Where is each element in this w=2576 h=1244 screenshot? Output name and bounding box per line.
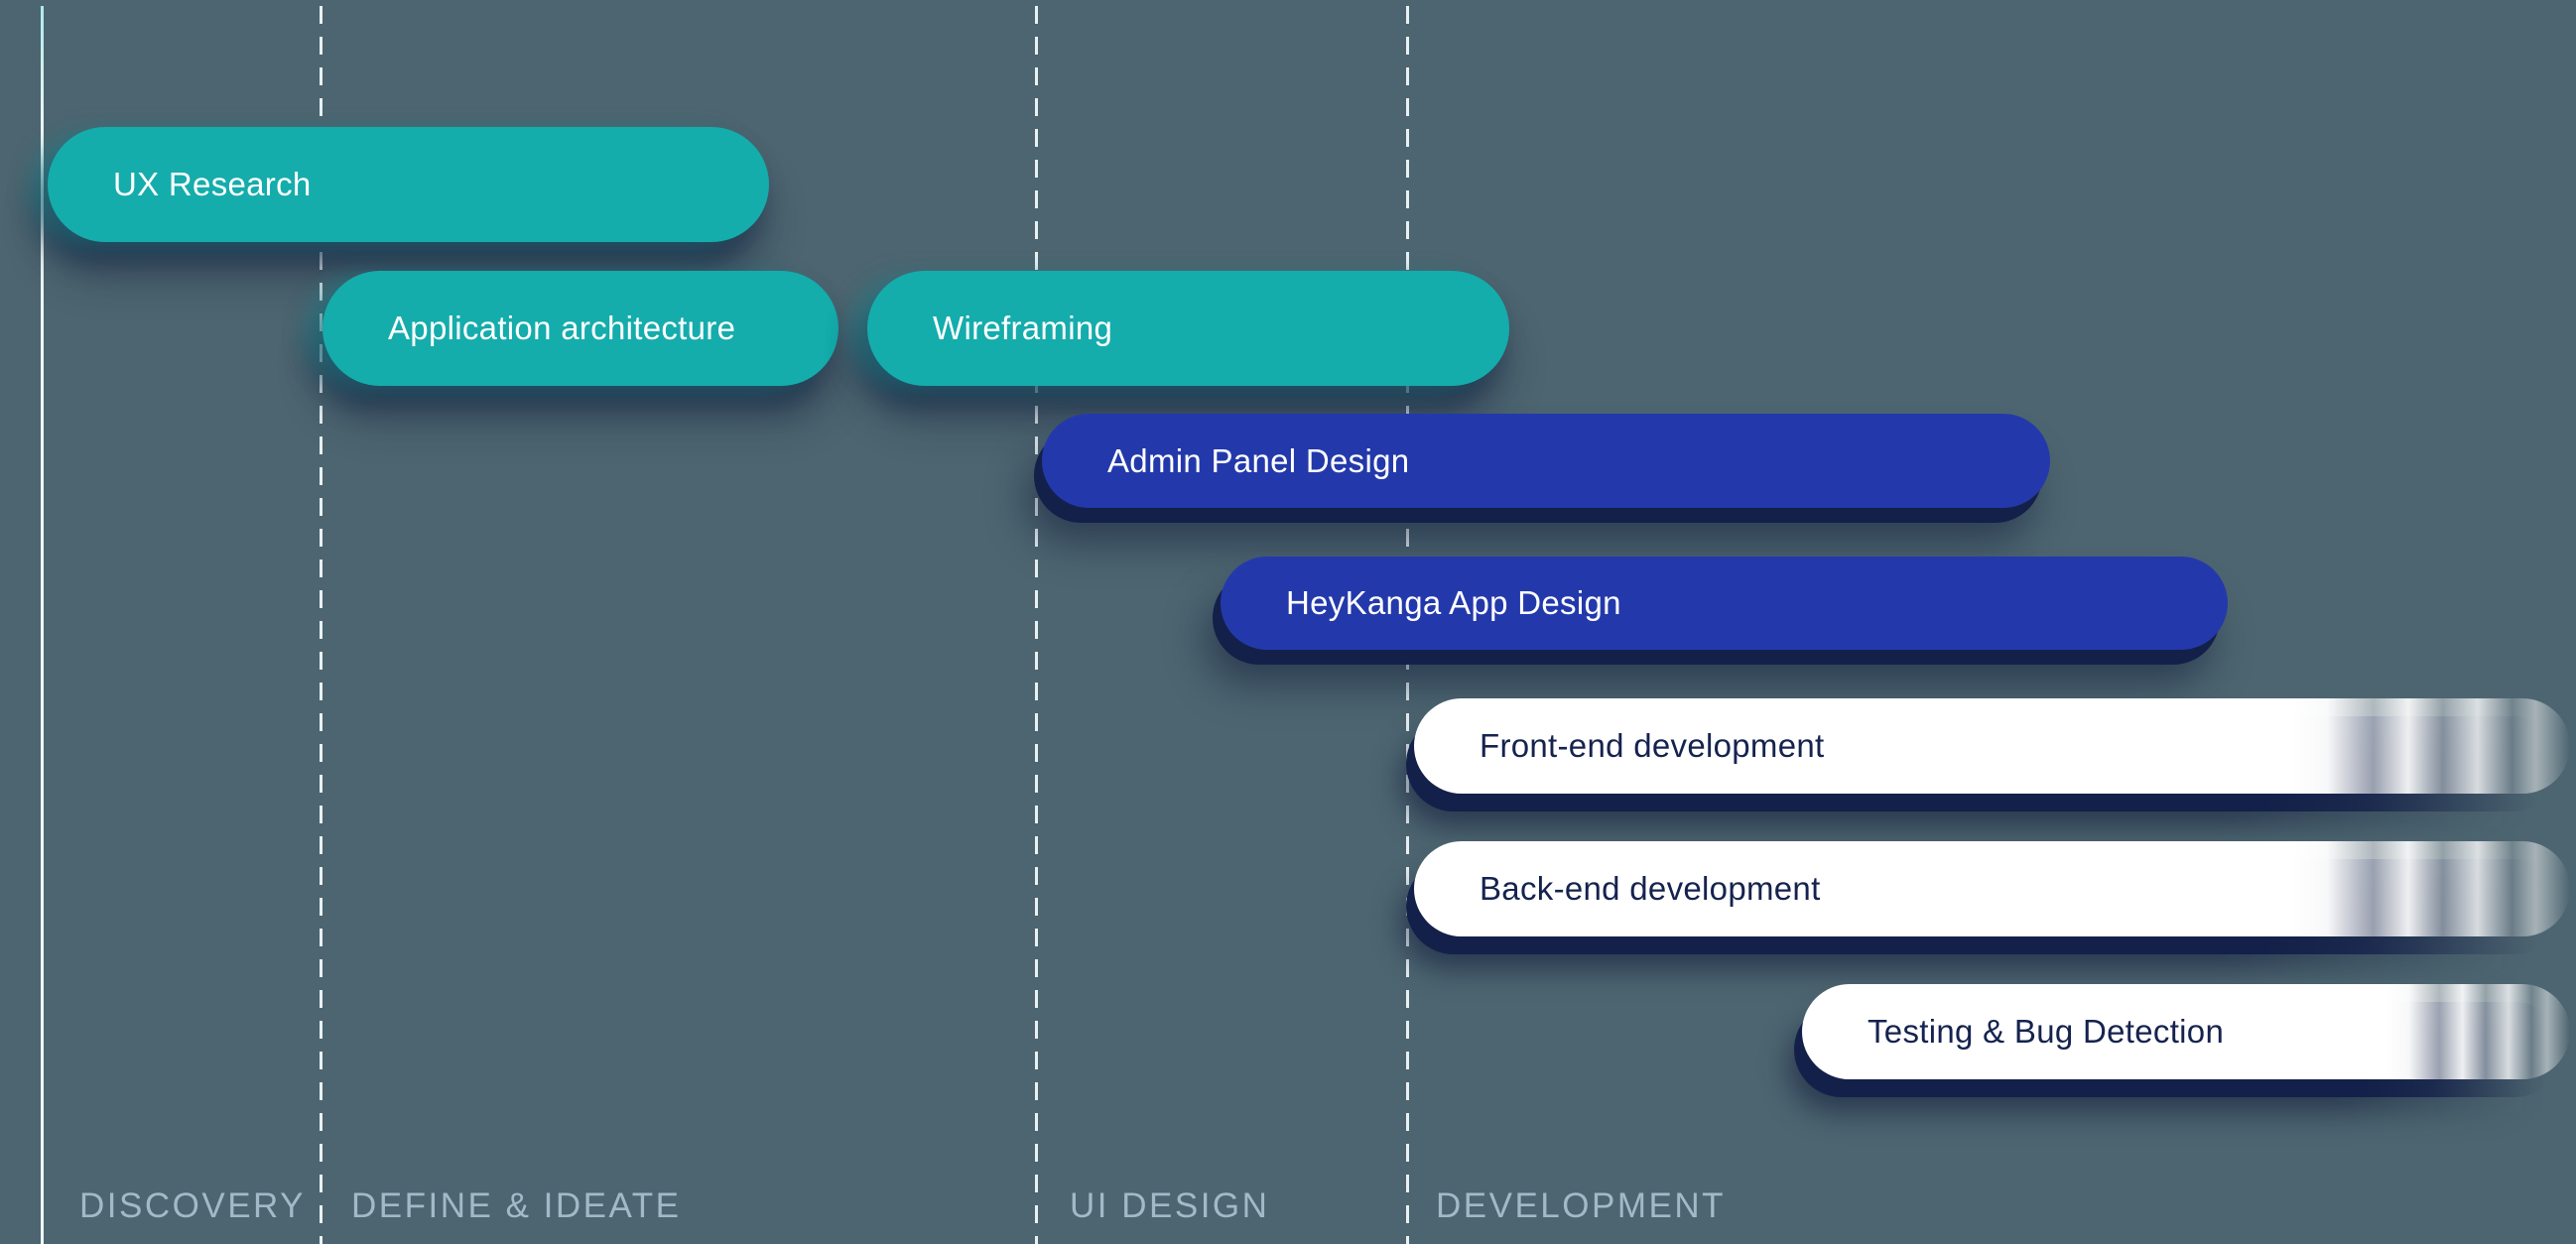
phase-label-development: DEVELOPMENT	[1436, 1186, 1726, 1225]
task-label: UX Research	[113, 166, 312, 202]
task-label: HeyKanga App Design	[1286, 584, 1621, 621]
bar-face: Front-end development	[1414, 698, 2570, 794]
task-bar-back-end-development: Back-end development	[1400, 841, 2570, 970]
task-bar-wireframing: Wireframing	[867, 271, 1509, 386]
task-label: Wireframing	[933, 310, 1113, 346]
task-label: Front-end development	[1480, 727, 1825, 764]
task-bar-application-architecture: Application architecture	[322, 271, 838, 386]
task-bar-front-end-development: Front-end development	[1400, 698, 2570, 827]
phase-line-ui-design	[1035, 6, 1038, 1244]
task-label: Back-end development	[1480, 870, 1821, 907]
task-bar-ux-research: UX Research	[48, 127, 769, 242]
task-bar-heykanga-app-design: HeyKanga App Design	[1221, 557, 2228, 650]
phase-line-discovery	[41, 6, 44, 1244]
task-label: Admin Panel Design	[1107, 441, 1410, 479]
bar-face: Back-end development	[1414, 841, 2570, 936]
task-label: Testing & Bug Detection	[1868, 1013, 2225, 1050]
phase-label-ui-design: UI DESIGN	[1070, 1186, 1270, 1225]
phase-label-discovery: DISCOVERY	[79, 1186, 307, 1225]
task-bar-testing-bug-detection: Testing & Bug Detection	[1788, 984, 2570, 1113]
phase-line-define-ideate	[320, 6, 322, 1244]
task-bar-admin-panel-design: Admin Panel Design	[1042, 414, 2050, 508]
phase-label-define-ideate: DEFINE & IDEATE	[351, 1186, 682, 1225]
bar-face: Testing & Bug Detection	[1802, 984, 2570, 1079]
task-label: Application architecture	[388, 310, 736, 346]
